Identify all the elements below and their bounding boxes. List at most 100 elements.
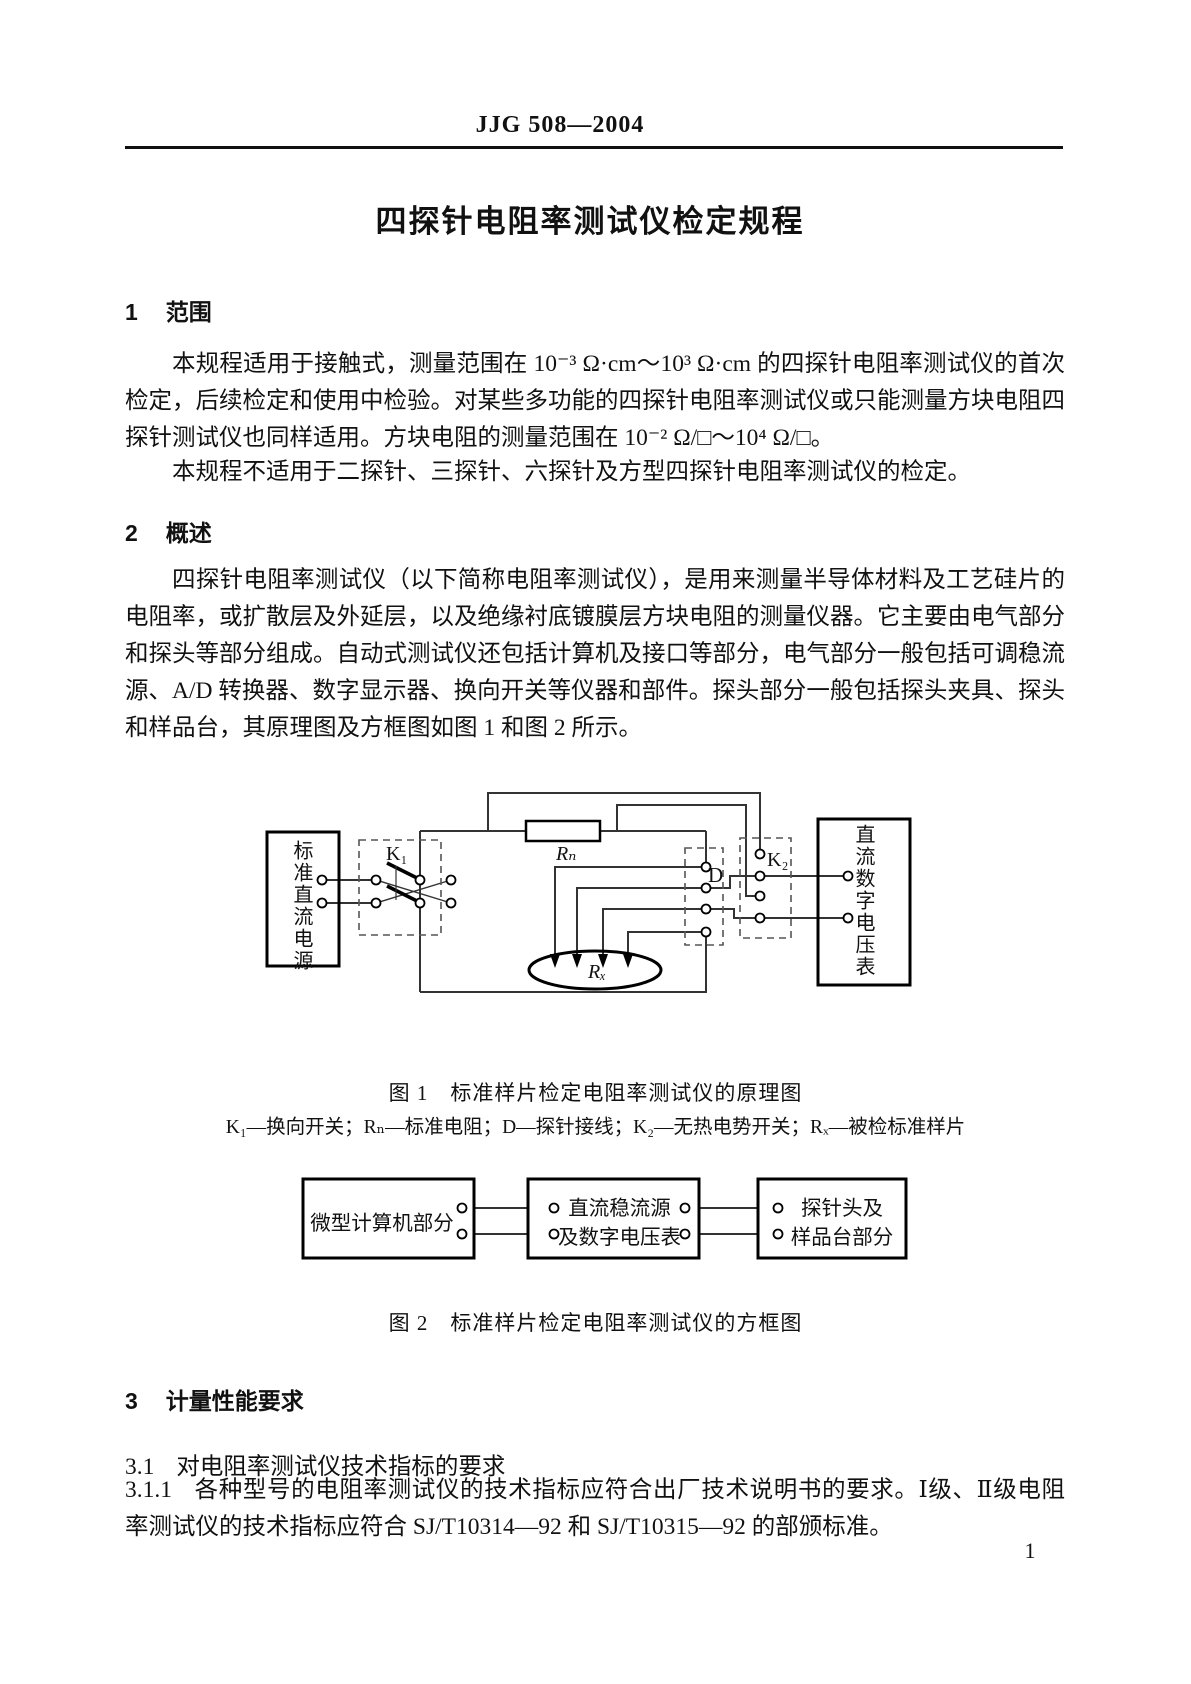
k2-dashed-box bbox=[739, 837, 792, 939]
section311-number: 3.1.1 bbox=[125, 1477, 172, 1503]
section31-title: 对电阻率测试仪技术指标的要求 bbox=[176, 1454, 506, 1480]
section3-heading: 3 计量性能要求 bbox=[125, 1382, 304, 1416]
wire-rn-tap-left bbox=[487, 792, 761, 854]
terminal bbox=[700, 882, 712, 894]
section2-number: 2 bbox=[125, 520, 138, 546]
voltmeter-box bbox=[816, 817, 912, 987]
section1-paragraph-1: 本规程适用于接触式，测量范围在 10⁻³ Ω·cm～10³ Ω·cm 的四探针电… bbox=[125, 351, 1065, 451]
dc-source-box bbox=[265, 830, 341, 968]
probe-arrowhead bbox=[623, 954, 633, 968]
terminal bbox=[370, 874, 382, 886]
terminal bbox=[548, 1228, 560, 1240]
doc-header: JJG 508—2004 bbox=[475, 112, 645, 138]
terminals-group bbox=[316, 848, 854, 938]
figure1-legend: K₁—换向开关；Rₙ—标准电阻；D—探针接线；K₂—无热电势开关；Rₓ—被检标准… bbox=[225, 1117, 966, 1138]
d-label: D bbox=[708, 863, 724, 887]
k1-switch-group bbox=[375, 861, 452, 904]
source-voltmeter-box bbox=[526, 1177, 701, 1260]
section31-number: 3.1 bbox=[125, 1454, 155, 1480]
section1-number: 1 bbox=[125, 299, 138, 325]
source-box-label-line2: 及数字电压表 bbox=[558, 1227, 681, 1249]
k1-dashed-box bbox=[358, 839, 442, 936]
wire-probe3 bbox=[602, 908, 706, 955]
terminal bbox=[754, 870, 766, 882]
f2-terminals-group bbox=[456, 1202, 784, 1240]
figure1-caption: 图 1 标准样片检定电阻率测试仪的原理图 bbox=[388, 1081, 803, 1105]
terminal bbox=[370, 897, 382, 909]
terminal bbox=[679, 1228, 691, 1240]
switch-blade bbox=[386, 861, 420, 881]
figure1-schematic: 标准直流电源 K₁ Rₙ D K₂ 直流数字电压表 Rₓ bbox=[240, 778, 920, 1008]
terminal bbox=[414, 897, 426, 909]
header-rule bbox=[125, 146, 1063, 149]
dashed-boxes-group bbox=[358, 837, 792, 946]
section3-number: 3 bbox=[125, 1388, 138, 1414]
section1-heading: 1 范围 bbox=[125, 293, 212, 327]
terminal bbox=[754, 848, 766, 860]
wire-probe4 bbox=[627, 931, 706, 955]
terminal bbox=[414, 874, 426, 886]
terminal bbox=[700, 861, 712, 873]
computer-box bbox=[301, 1177, 476, 1260]
terminal bbox=[456, 1228, 468, 1240]
resistor-rn bbox=[524, 819, 602, 843]
terminal bbox=[316, 874, 328, 886]
switch-blade bbox=[386, 884, 420, 904]
terminal bbox=[445, 897, 457, 909]
section31-heading: 3.1 对电阻率测试仪技术指标的要求 bbox=[125, 1447, 1065, 1481]
rx-label: Rₓ bbox=[588, 961, 606, 983]
probe-arrowhead bbox=[550, 954, 560, 968]
wire-d-to-k2-upper bbox=[706, 875, 755, 889]
source-box-label-line1: 直流稳流源 bbox=[568, 1198, 671, 1220]
wire-probe2 bbox=[576, 887, 706, 955]
rn-label: Rₙ bbox=[556, 843, 577, 865]
terminal bbox=[772, 1228, 784, 1240]
sample-ellipse-rx bbox=[527, 949, 663, 991]
wire-probe1 bbox=[554, 866, 706, 955]
wire-d-to-k2-lower bbox=[706, 908, 755, 919]
dc-source-label: 标准直流电源 bbox=[290, 840, 312, 972]
terminal bbox=[700, 926, 712, 938]
probe-box-label-line2: 样品台部分 bbox=[790, 1227, 894, 1249]
computer-box-label: 微型计算机部分 bbox=[310, 1213, 454, 1235]
page-number: 1 bbox=[1024, 1538, 1036, 1563]
terminal bbox=[456, 1202, 468, 1214]
terminal bbox=[316, 897, 328, 909]
solid-boxes-group bbox=[265, 817, 912, 987]
wire-rn-tap-right bbox=[616, 804, 755, 897]
probe-arrows-group bbox=[550, 954, 633, 968]
voltmeter-label: 直流数字电压表 bbox=[852, 824, 874, 978]
figure2-svg bbox=[301, 1177, 908, 1260]
section3-title: 计量性能要求 bbox=[165, 1388, 304, 1414]
terminal bbox=[445, 874, 457, 886]
section1-title: 范围 bbox=[165, 299, 212, 325]
k2-label: K₂ bbox=[767, 849, 789, 871]
terminal bbox=[754, 890, 766, 902]
figure1-svg bbox=[265, 792, 912, 993]
probe-head-box bbox=[756, 1177, 908, 1260]
section2-heading: 2 概述 bbox=[125, 514, 212, 548]
d-dashed-box bbox=[684, 847, 724, 946]
probe-arrowhead bbox=[598, 954, 608, 968]
page-title: 四探针电阻率测试仪检定规程 bbox=[375, 204, 805, 239]
terminal bbox=[842, 912, 854, 924]
section311-text: 各种型号的电阻率测试仪的技术指标应符合出厂技术说明书的要求。Ⅰ级、Ⅱ级电阻率测试… bbox=[125, 1477, 1065, 1540]
f2-boxes-group bbox=[301, 1177, 908, 1260]
terminal bbox=[842, 870, 854, 882]
probe-box-label-line1: 探针头及 bbox=[801, 1198, 883, 1220]
section2-title: 概述 bbox=[165, 520, 212, 546]
crossover-line bbox=[375, 879, 452, 904]
section1-paragraph-2: 本规程不适用于二探针、三探针、六探针及方型四探针电阻率测试仪的检定。 bbox=[172, 459, 971, 485]
terminal bbox=[548, 1202, 560, 1214]
terminal bbox=[679, 1202, 691, 1214]
figure2-caption: 图 2 标准样片检定电阻率测试仪的方框图 bbox=[388, 1311, 803, 1335]
k1-label: K₁ bbox=[386, 843, 408, 865]
terminal bbox=[700, 903, 712, 915]
probe-arrowhead bbox=[572, 954, 582, 968]
section2-paragraph-1: 四探针电阻率测试仪（以下简称电阻率测试仪），是用来测量半导体材料及工艺硅片的电阻… bbox=[125, 567, 1065, 741]
terminal bbox=[772, 1202, 784, 1214]
wire-bottom-return bbox=[420, 932, 707, 993]
terminal bbox=[754, 912, 766, 924]
